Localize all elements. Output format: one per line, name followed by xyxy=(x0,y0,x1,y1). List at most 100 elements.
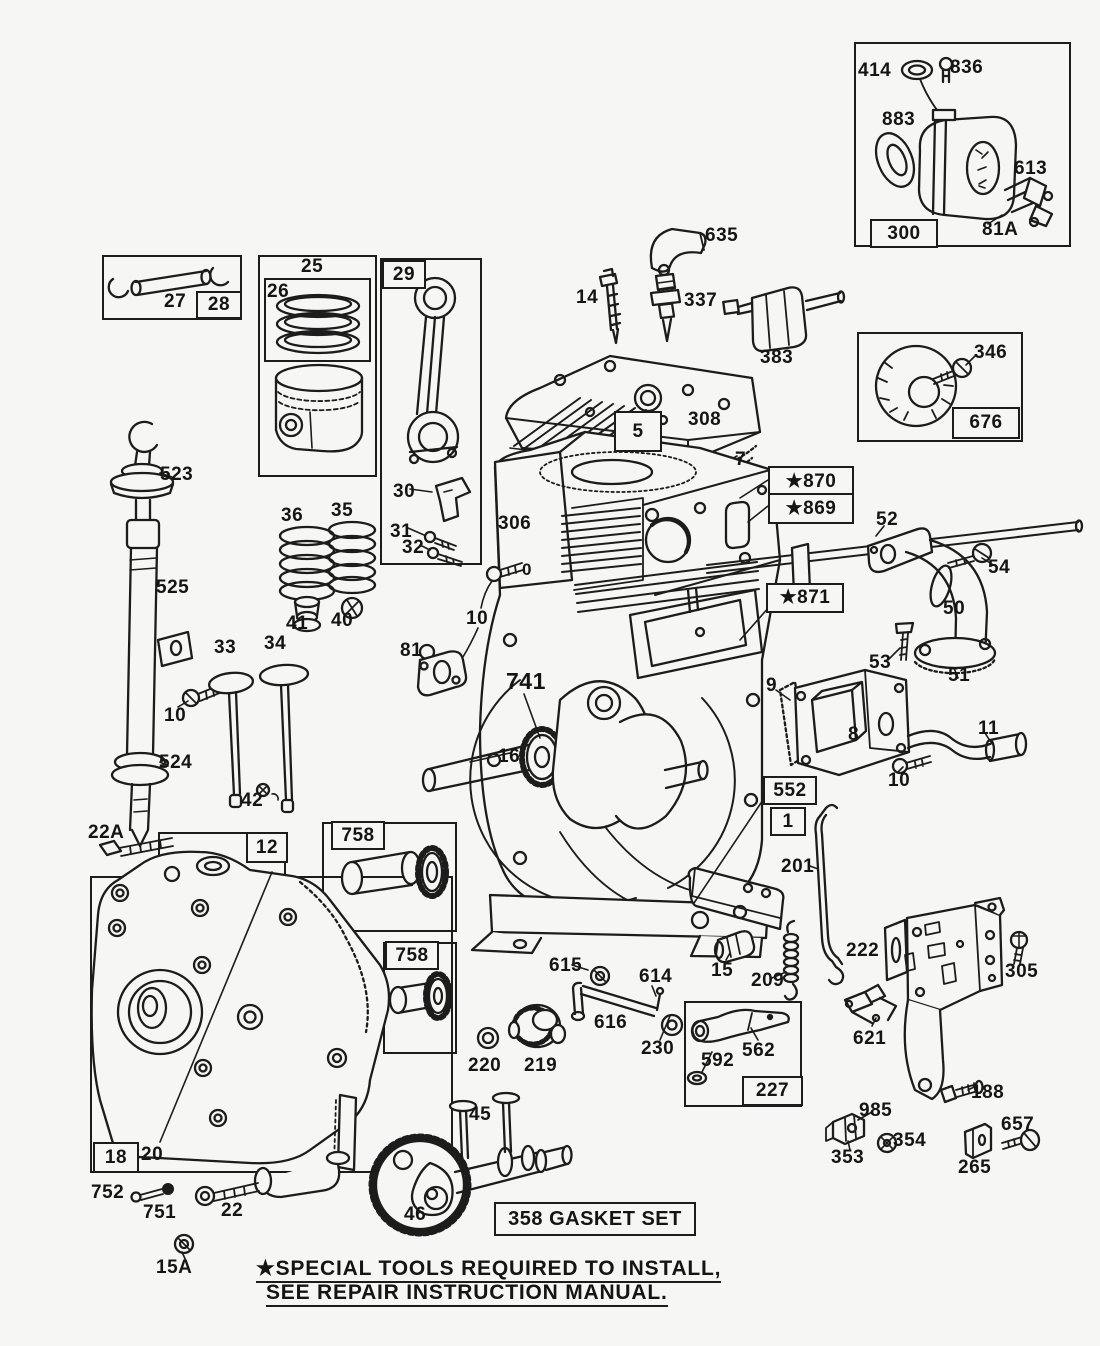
part-label-34: 34 xyxy=(264,633,287,654)
part-label-188: 188 xyxy=(971,1082,1005,1103)
panel-piston-group xyxy=(258,255,377,477)
part-label-414: 414 xyxy=(858,60,892,81)
part-label-11: 11 xyxy=(978,718,1000,739)
part-label-10: 10 xyxy=(466,608,489,629)
panel-muffler-group xyxy=(854,42,1071,247)
part-label-222: 222 xyxy=(846,940,880,961)
part-label-219: 219 xyxy=(524,1055,558,1076)
boxed-label-12: 12 xyxy=(246,832,288,863)
part-label-230: 230 xyxy=(641,1038,675,1059)
part-label-657: 657 xyxy=(1001,1114,1035,1135)
footnote-line-2: SEE REPAIR INSTRUCTION MANUAL. xyxy=(266,1281,668,1307)
panel-piston-pin-group xyxy=(102,255,242,320)
panel-control-lever-group xyxy=(684,1001,802,1107)
governor-rod-art xyxy=(809,803,845,986)
part-label-30: 30 xyxy=(393,481,416,502)
part-label-36: 36 xyxy=(281,505,304,526)
part-label-751: 751 xyxy=(143,1202,177,1223)
part-label-16: 16 xyxy=(498,746,521,767)
boxed-label-227: 227 xyxy=(742,1076,803,1106)
part-label-31: 31 xyxy=(390,521,413,542)
part-label-883: 883 xyxy=(882,109,916,130)
part-label-614: 614 xyxy=(639,966,673,987)
part-label-20: 20 xyxy=(141,1144,164,1165)
boxed-label-18: 18 xyxy=(93,1142,139,1173)
part-label-383: 383 xyxy=(760,347,794,368)
part-label-50: 50 xyxy=(943,598,966,619)
part-label-615: 615 xyxy=(549,955,583,976)
part-label-524: 524 xyxy=(159,752,193,773)
part-label-81: 81 xyxy=(400,640,423,661)
part-label-32: 32 xyxy=(402,537,425,558)
panel-conn-rod-group xyxy=(380,258,482,565)
part-label-35: 35 xyxy=(331,500,354,521)
part-label-337: 337 xyxy=(684,290,718,311)
part-label-22: 22 xyxy=(221,1200,244,1221)
valvetrain-art xyxy=(207,520,377,814)
part-label-41: 41 xyxy=(286,613,309,634)
part-label-346: 346 xyxy=(974,342,1008,363)
boxed-label-552: 552 xyxy=(763,776,817,805)
part-label-635: 635 xyxy=(705,225,739,246)
part-label-562: 562 xyxy=(742,1040,776,1061)
part-label-8: 8 xyxy=(848,724,860,745)
part-label-985: 985 xyxy=(859,1100,893,1121)
part-label-616: 616 xyxy=(594,1012,628,1033)
part-label-22A: 22A xyxy=(88,822,125,843)
boxed-label-28: 28 xyxy=(196,291,242,319)
part-label-201: 201 xyxy=(781,856,815,877)
boxed-label-676: 676 xyxy=(952,407,1020,439)
part-label-308: 308 xyxy=(688,409,722,430)
spark-plug-art xyxy=(598,227,846,353)
part-label-26: 26 xyxy=(267,281,290,302)
part-label-15A: 15A xyxy=(156,1257,193,1278)
part-label-7: 7 xyxy=(735,449,747,470)
boxed-label-300: 300 xyxy=(870,219,938,248)
part-label-42: 42 xyxy=(241,790,264,811)
boxed-label--871: ★871 xyxy=(766,583,844,613)
part-label-81A: 81A xyxy=(982,219,1019,240)
part-label-220: 220 xyxy=(468,1055,502,1076)
part-label-523: 523 xyxy=(160,464,194,485)
part-label-40: 40 xyxy=(331,610,354,631)
part-label-305: 305 xyxy=(1005,961,1039,982)
part-label-9: 9 xyxy=(766,675,778,696)
part-label-752: 752 xyxy=(91,1182,125,1203)
boxed-label--869: ★869 xyxy=(768,493,854,524)
part-label-613: 613 xyxy=(1014,158,1048,179)
part-label-209: 209 xyxy=(751,970,785,991)
part-label-15: 15 xyxy=(711,960,734,981)
part-label-741: 741 xyxy=(506,668,546,694)
part-label-621: 621 xyxy=(853,1028,887,1049)
part-label-53: 53 xyxy=(869,652,892,673)
part-label-354: 354 xyxy=(893,1130,927,1151)
part-label-265: 265 xyxy=(958,1157,992,1178)
boxed-label-758: 758 xyxy=(331,821,385,850)
boxed-label-29: 29 xyxy=(382,260,426,289)
part-label-45: 45 xyxy=(469,1104,492,1125)
part-label-592: 592 xyxy=(701,1050,735,1071)
footnote-line-1: ★SPECIAL TOOLS REQUIRED TO INSTALL, xyxy=(256,1256,722,1283)
part-label-46: 46 xyxy=(404,1204,427,1225)
part-label-25: 25 xyxy=(301,256,324,277)
control-bracket-art xyxy=(843,896,1029,1101)
boxed-label-5: 5 xyxy=(614,411,662,452)
part-label-52: 52 xyxy=(876,509,899,530)
part-label-14: 14 xyxy=(576,287,599,308)
part-label-54: 54 xyxy=(988,557,1011,578)
boxed-label-358-GASKET-SET: 358 GASKET SET xyxy=(494,1202,696,1236)
part-label-10: 10 xyxy=(164,705,187,726)
part-label-27: 27 xyxy=(164,291,187,312)
part-label-33: 33 xyxy=(214,637,237,658)
part-label-306: 306 xyxy=(498,513,532,534)
panel-flywheel-screen-group xyxy=(857,332,1023,442)
part-label-0: 0 xyxy=(522,560,532,579)
part-label-836: 836 xyxy=(950,57,984,78)
part-label-353: 353 xyxy=(831,1147,865,1168)
part-label-10: 10 xyxy=(888,770,911,791)
part-label-51: 51 xyxy=(948,665,971,686)
panel-ring-set-group xyxy=(264,278,371,362)
boxed-label-1: 1 xyxy=(770,807,806,836)
boxed-label-758: 758 xyxy=(385,941,439,970)
